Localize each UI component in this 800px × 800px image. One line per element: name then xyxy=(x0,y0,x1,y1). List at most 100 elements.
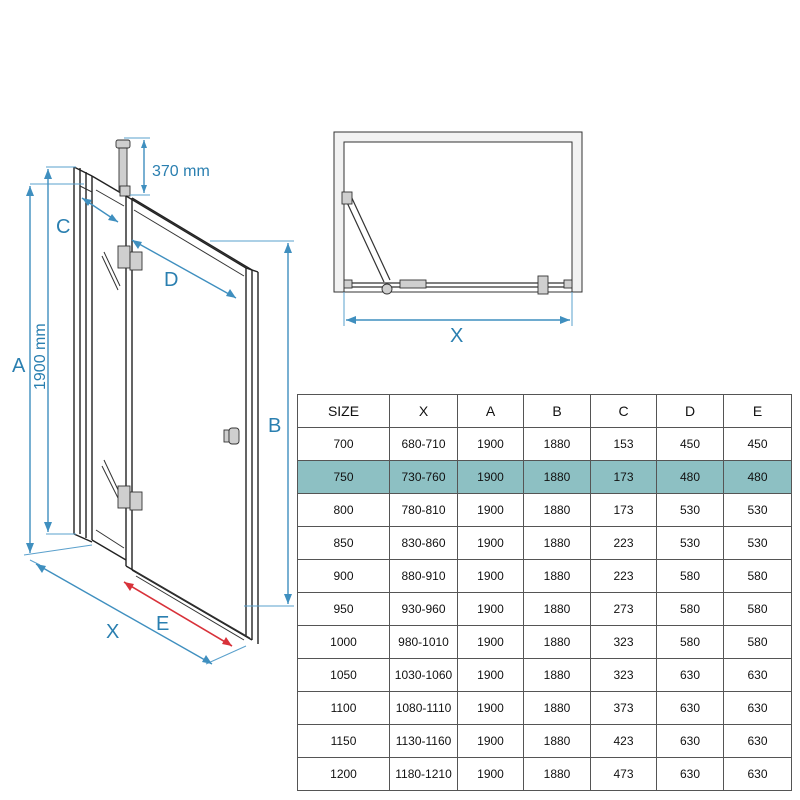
dimension-e: E xyxy=(123,581,233,647)
perspective-view: A 1900 mm 370 mm C D xyxy=(12,137,294,665)
table-cell: 1050 xyxy=(297,658,390,692)
table-cell: 730-760 xyxy=(389,460,458,494)
table-cell: 1100 xyxy=(297,691,390,725)
wall-profile xyxy=(73,166,93,543)
table-cell: 630 xyxy=(723,691,792,725)
table-cell: 450 xyxy=(723,427,792,461)
table-cell: 630 xyxy=(656,757,724,791)
stabiliser-bar xyxy=(115,139,131,197)
header-a: A xyxy=(457,394,524,428)
header-d: D xyxy=(656,394,724,428)
table-cell: 323 xyxy=(590,625,657,659)
table-cell: 1900 xyxy=(457,559,524,593)
table-cell: 1900 xyxy=(457,526,524,560)
table-cell: 580 xyxy=(723,559,792,593)
table-cell: 1900 xyxy=(457,724,524,758)
table-cell: 1900 xyxy=(457,691,524,725)
table-cell: 1880 xyxy=(523,757,591,791)
dimension-a: A xyxy=(12,183,93,556)
table-cell: 1880 xyxy=(523,625,591,659)
label-370mm: 370 mm xyxy=(152,163,210,180)
table-cell: 750 xyxy=(297,460,390,494)
table-cell: 1180-1210 xyxy=(389,757,458,791)
table-cell: 1880 xyxy=(523,691,591,725)
table-cell: 223 xyxy=(590,526,657,560)
label-b: B xyxy=(268,415,281,437)
label-c: C xyxy=(56,216,70,238)
table-cell: 950 xyxy=(297,592,390,626)
header-size: SIZE xyxy=(297,394,390,428)
table-cell: 480 xyxy=(723,460,792,494)
table-cell: 800 xyxy=(297,493,390,527)
table-cell: 1900 xyxy=(457,625,524,659)
dimension-c: C xyxy=(56,197,119,238)
label-x: X xyxy=(106,621,119,643)
dimension-x: X xyxy=(29,559,247,665)
table-cell: 450 xyxy=(656,427,724,461)
table-cell: 1900 xyxy=(457,757,524,791)
table-cell: 1080-1110 xyxy=(389,691,458,725)
table-cell: 423 xyxy=(590,724,657,758)
table-cell: 1150 xyxy=(297,724,390,758)
table-cell: 630 xyxy=(656,658,724,692)
table-cell: 630 xyxy=(656,724,724,758)
table-cell: 680-710 xyxy=(389,427,458,461)
lower-hinge xyxy=(117,485,143,511)
table-cell: 1880 xyxy=(523,724,591,758)
table-cell: 1030-1060 xyxy=(389,658,458,692)
label-d: D xyxy=(164,269,178,291)
table-cell: 1880 xyxy=(523,592,591,626)
label-1900mm: 1900 mm xyxy=(32,323,49,390)
table-header-row: SIZE X A B C D E xyxy=(297,394,792,428)
table-cell: 630 xyxy=(656,691,724,725)
table-cell: 1200 xyxy=(297,757,390,791)
top-view: X xyxy=(333,131,583,347)
table-cell: 980-1010 xyxy=(389,625,458,659)
table-cell: 1880 xyxy=(523,460,591,494)
table-cell: 1900 xyxy=(457,592,524,626)
top-view-label-x: X xyxy=(450,325,463,347)
table-cell: 780-810 xyxy=(389,493,458,527)
table-cell: 580 xyxy=(656,592,724,626)
table-cell: 1900 xyxy=(457,493,524,527)
table-cell: 700 xyxy=(297,427,390,461)
table-cell: 580 xyxy=(723,592,792,626)
table-cell: 1900 xyxy=(457,460,524,494)
table-cell: 530 xyxy=(723,493,792,527)
table-cell: 1130-1160 xyxy=(389,724,458,758)
table-cell: 530 xyxy=(723,526,792,560)
table-cell: 930-960 xyxy=(389,592,458,626)
table-cell: 323 xyxy=(590,658,657,692)
table-cell: 223 xyxy=(590,559,657,593)
table-cell: 830-860 xyxy=(389,526,458,560)
table-cell: 1900 xyxy=(457,658,524,692)
table-cell: 1880 xyxy=(523,493,591,527)
table-cell: 1880 xyxy=(523,559,591,593)
table-cell: 173 xyxy=(590,460,657,494)
table-cell: 173 xyxy=(590,493,657,527)
table-cell: 1900 xyxy=(457,427,524,461)
table-cell: 580 xyxy=(723,625,792,659)
table-cell: 630 xyxy=(723,724,792,758)
table-cell: 880-910 xyxy=(389,559,458,593)
dimension-370: 370 mm xyxy=(124,137,210,196)
upper-hinge xyxy=(117,245,143,271)
dimension-b: B xyxy=(210,240,294,607)
table-cell: 530 xyxy=(656,493,724,527)
table-cell: 630 xyxy=(723,757,792,791)
table-cell: 1880 xyxy=(523,658,591,692)
header-e: E xyxy=(723,394,792,428)
dimension-d: D xyxy=(131,239,237,299)
table-cell: 1880 xyxy=(523,526,591,560)
table-cell: 480 xyxy=(656,460,724,494)
dimension-height: 1900 mm xyxy=(32,166,76,535)
